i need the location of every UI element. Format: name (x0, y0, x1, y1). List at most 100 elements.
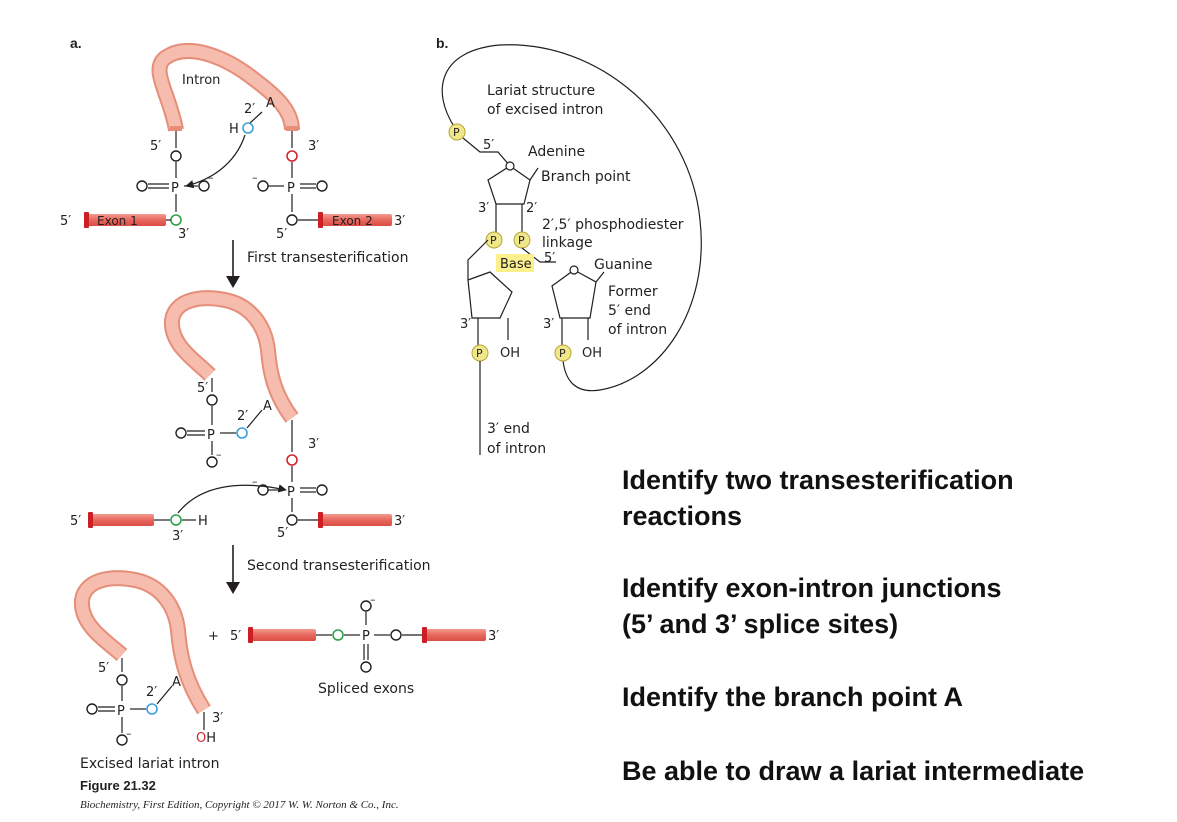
svg-text:–: – (208, 171, 214, 184)
phosphodiester-label-2: linkage (542, 235, 593, 251)
panel-b-label: b. (436, 35, 448, 51)
exon2-three-prime: 3′ (394, 214, 405, 229)
five-prime-c: 5′ (98, 661, 109, 676)
base-box (496, 254, 534, 272)
three-end-label-1: 3′ end (487, 421, 530, 437)
phosphorus-5: P (117, 704, 125, 719)
exon2-bar (322, 214, 392, 226)
b-five-prime-2: 5′ (544, 251, 555, 266)
question-3: Identify the branch point A (622, 682, 963, 712)
three-prime-b: 3′ (308, 437, 319, 452)
branch-a-c: A (172, 675, 181, 690)
five-prime-b2: 5′ (277, 526, 288, 541)
spliced-exon2 (426, 629, 486, 641)
b-three-prime-3: 3′ (543, 317, 554, 332)
figure-number: Figure 21.32 (80, 778, 156, 793)
phosphate-top (448, 123, 466, 141)
branch-a-b: A (263, 399, 272, 414)
lariat-loop (441, 44, 702, 392)
panel-a-label: a. (70, 35, 82, 51)
p-3-label: P (490, 234, 497, 247)
svg-text:–: – (216, 448, 222, 461)
lariat-label-2: of excised intron (487, 102, 603, 118)
oh-left: OH (500, 346, 520, 361)
former-label-2: 5′ end (608, 303, 651, 319)
p-right-label: P (559, 347, 566, 360)
exon1-five-prime: 5′ (60, 214, 71, 229)
svg-text:–: – (252, 171, 258, 184)
three-prime-splice-o (286, 150, 298, 162)
oh-right: OH (582, 346, 602, 361)
question-1-line1: Identify two transesterification (622, 465, 1014, 495)
phosphorus-4: P (287, 485, 295, 500)
two-prime-c: 2′ (146, 685, 157, 700)
branch-point-label: Branch point (541, 169, 631, 185)
three-prime-a1: 3′ (178, 227, 189, 242)
two-prime-b: 2′ (237, 409, 248, 424)
attack-arrow-2 (177, 484, 287, 514)
p-left-label: P (476, 347, 483, 360)
ribose-adenosine (487, 165, 531, 205)
phosphorus-2: P (287, 181, 295, 196)
first-transesterification-label: First transesterification (247, 250, 408, 266)
figure-credit: Biochemistry, First Edition, Copyright ©… (80, 799, 399, 811)
two-prime-label: 2′ (244, 102, 255, 117)
spliced-three-prime: 3′ (488, 629, 499, 644)
free-oh-c: OH (196, 731, 216, 746)
five-prime-a1: 5′ (150, 139, 161, 154)
question-2-line1: Identify exon-intron junctions (622, 573, 1002, 603)
spliced-exon1 (252, 629, 316, 641)
question-4: Be able to draw a lariat intermediate (622, 756, 1085, 786)
question-1-line2: reactions (622, 501, 743, 531)
down-arrow-1 (226, 276, 240, 288)
spliced-exons-label: Spliced exons (318, 681, 414, 697)
step1-intron (151, 43, 300, 132)
five-prime-a2: 5′ (276, 227, 287, 242)
phosphate-3prime (485, 231, 503, 249)
excised-lariat-label: Excised lariat intron (80, 756, 220, 772)
b-three-prime-1: 3′ (478, 201, 489, 216)
base-label: Base (500, 257, 532, 272)
three-prime-a2: 3′ (308, 139, 319, 154)
adenine-label: Adenine (528, 144, 585, 160)
intron-label: Intron (182, 73, 220, 88)
phosphate-right (554, 344, 572, 362)
phosphorus-3: P (207, 428, 215, 443)
second-transesterification-label: Second transesterification (247, 558, 431, 574)
exon2b-three-prime: 3′ (394, 514, 405, 529)
svg-text:–: – (370, 593, 376, 606)
down-arrow-2 (226, 582, 240, 594)
five-prime-b1: 5′ (197, 381, 208, 396)
exon1-label: Exon 1 (97, 214, 138, 228)
three-prime-c: 3′ (212, 711, 223, 726)
branch-hydroxyl-o (242, 122, 254, 134)
b-two-prime: 2′ (526, 201, 537, 216)
phosphodiester-label-1: 2′,5′ phosphodiester (542, 217, 684, 233)
ho-h: H (229, 122, 239, 137)
question-2-line2: (5’ and 3’ splice sites) (622, 609, 899, 639)
ribose-left (467, 271, 513, 319)
exon1b-five-prime: 5′ (70, 514, 81, 529)
p-top-label: P (453, 126, 460, 139)
three-end-label-2: of intron (487, 441, 546, 457)
three-prime-o-exon1 (170, 214, 182, 226)
excised-lariat (73, 570, 211, 715)
branch-a-label: A (266, 96, 275, 111)
exon2-label: Exon 2 (332, 214, 373, 228)
exon1b-three-prime: 3′ (172, 529, 183, 544)
svg-text:–: – (126, 727, 132, 740)
p-2-label: P (518, 234, 525, 247)
svg-text:–: – (252, 475, 258, 488)
attack-arrow-1 (185, 134, 246, 189)
former-label-3: of intron (608, 322, 667, 338)
b-three-prime-2: 3′ (460, 317, 471, 332)
lariat-label-1: Lariat structure (487, 83, 595, 99)
spliced-five-prime: 5′ (230, 629, 241, 644)
former-label-1: Former (608, 284, 658, 300)
plus-sign: + (208, 629, 219, 644)
step2-intron (163, 290, 299, 423)
exon1-bar (86, 214, 166, 226)
branch-bond (249, 111, 263, 124)
phosphorus-1: P (171, 181, 179, 196)
